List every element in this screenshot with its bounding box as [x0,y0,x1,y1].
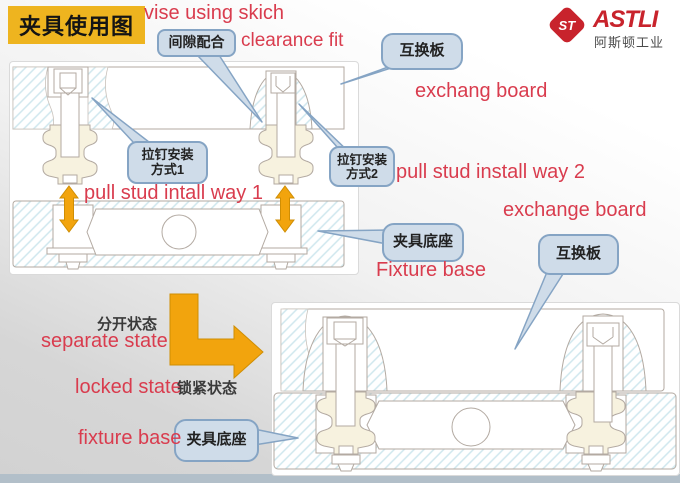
label-exchange-board-mid: exchange board [503,199,647,221]
company-logo: ST ASTLI 阿斯顿工业 [547,4,676,52]
callout-fixture-base-top: 夹具底座 [382,223,464,262]
callout-pull-stud-way-1: 拉钉安装 方式1 [127,141,208,184]
callout-clearance-fit: 间隙配合 [157,29,236,57]
label-fixture-base-bottom: fixture base [78,427,182,449]
slide-bottom-edge [0,474,680,483]
logo-company-name: 阿斯顿工业 [594,35,665,50]
bolt-right [581,322,620,472]
label-clearance-fit: clearance fit [241,30,344,51]
label-pull-stud-way-2: pull stud install way 2 [396,161,585,183]
callout-exchange-board-top: 互换板 [381,33,463,70]
elbow-arrow-icon [169,293,264,380]
bolt-left [326,317,364,472]
bolt-left [53,68,83,184]
page-title-en: vise using skich [144,2,285,24]
logo-wordmark: ASTLI [593,6,658,33]
callout-exchange-board-bottom: 互换板 [538,234,619,275]
label-exchange-board-top: exchang board [415,80,548,102]
fixture-base-plate [12,200,345,270]
label-pull-stud-way-1: pull stud intall way 1 [84,182,263,204]
label-locked-state: locked state [75,376,182,398]
label-locked-state-cn: 锁紧状态 [177,380,238,397]
bolt-right [270,72,296,184]
logo-emblem-icon: ST [547,5,587,45]
label-separate-state-cn: 分开状态 [97,316,158,333]
label-fixture-base-top: Fixture base [376,259,487,281]
locked-state-drawing [273,308,677,472]
page-title: 夹具使用图 [8,6,146,44]
interchange-plate [280,308,665,392]
label-separate-state: separate state [41,330,168,352]
locked-state-drawing-panel [271,302,680,476]
callout-fixture-base-bottom: 夹具底座 [174,419,259,462]
callout-pull-stud-way-2: 拉钉安装 方式2 [329,146,395,187]
